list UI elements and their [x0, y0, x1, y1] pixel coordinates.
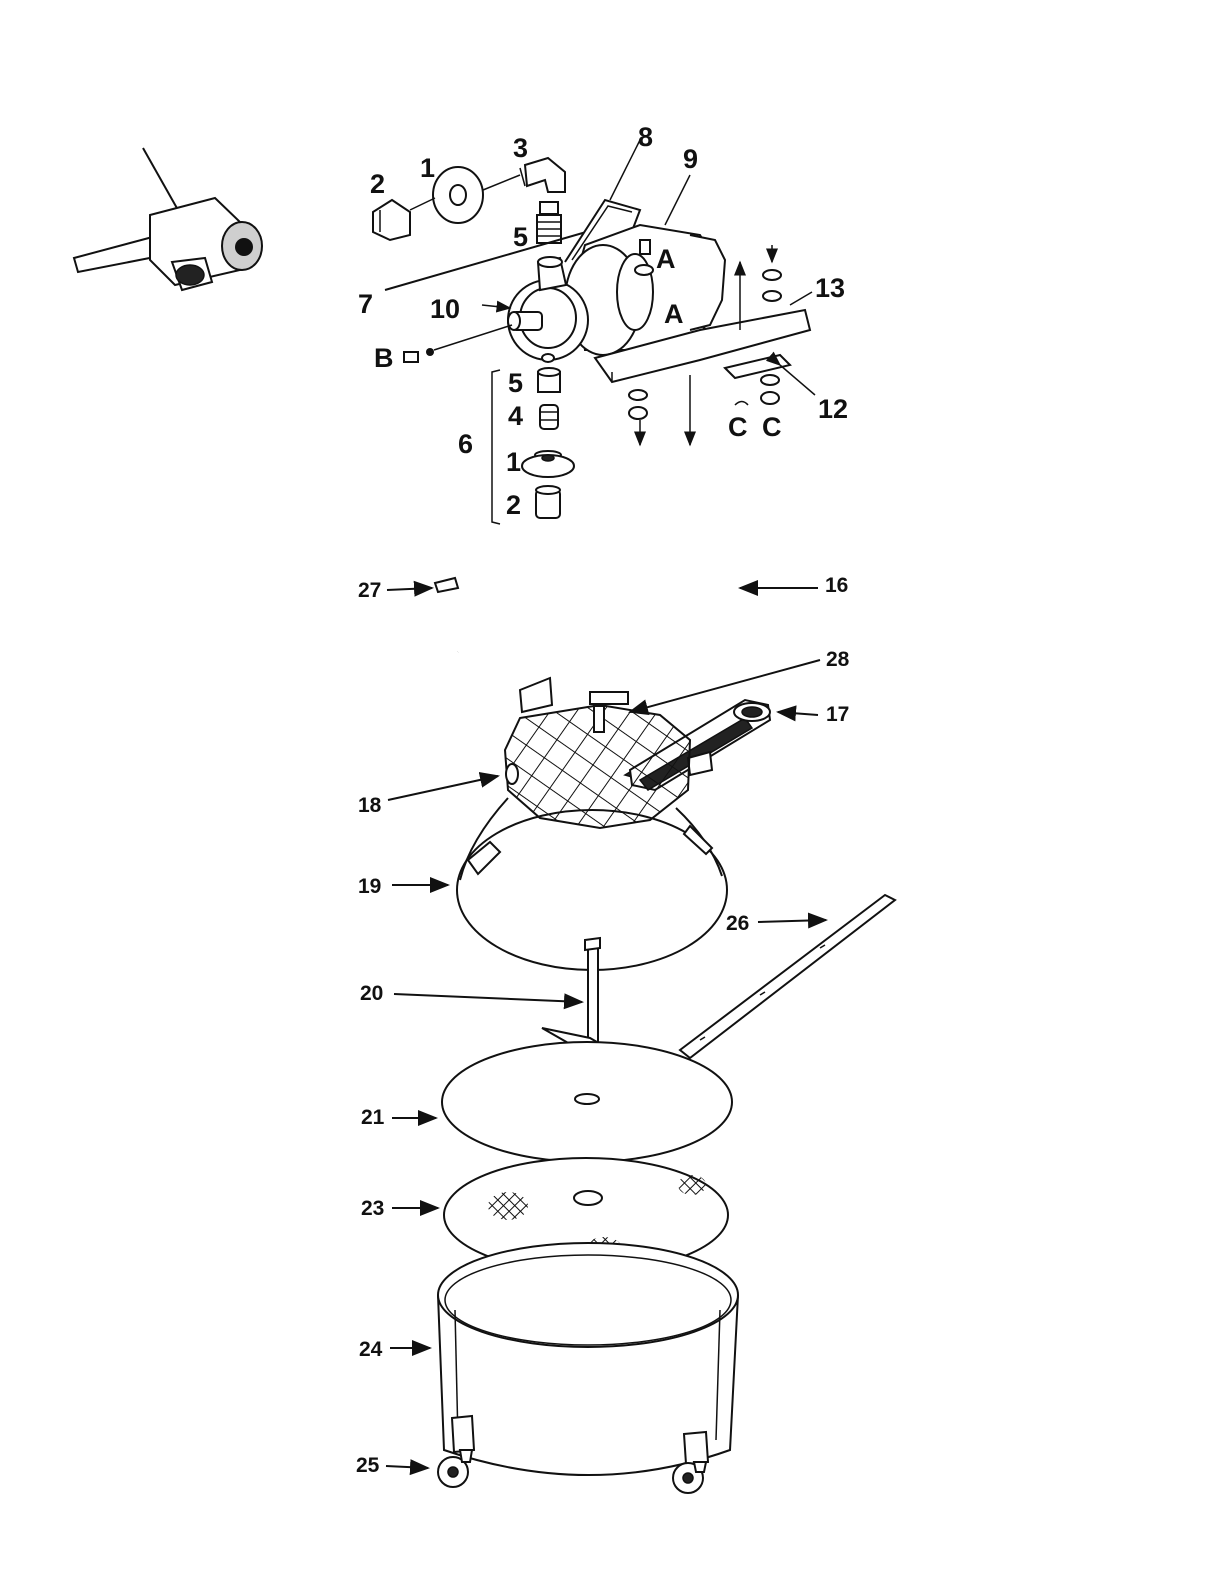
label-2-low: 2: [506, 490, 521, 520]
label-21: 21: [361, 1106, 385, 1129]
label-A-low: A: [664, 299, 684, 329]
disc-21: [442, 1042, 732, 1162]
label-28: 28: [826, 648, 850, 671]
label-17: 17: [826, 703, 849, 726]
label-C1: C: [728, 412, 748, 442]
label-23: 23: [361, 1197, 384, 1220]
pump-assembly: 1 2 3 5 7 8 9 10 B A A 13 12 C C 5 4 6 1…: [358, 122, 848, 524]
plate-12: [725, 355, 790, 378]
leader-25: [386, 1466, 428, 1468]
bar-26: [680, 895, 895, 1058]
label-B: B: [374, 343, 394, 373]
valve-detail: [74, 148, 262, 290]
leader-26: [758, 920, 826, 922]
label-5-low: 5: [508, 368, 523, 398]
label-9: 9: [683, 144, 698, 174]
leader-27: [387, 588, 432, 590]
label-25: 25: [356, 1454, 380, 1477]
label-20: 20: [360, 982, 383, 1005]
label-10: 10: [430, 294, 460, 324]
leader-20: [394, 994, 582, 1002]
label-7: 7: [358, 289, 373, 319]
fitting-2-top: [373, 200, 410, 240]
label-24: 24: [359, 1338, 383, 1361]
lower-stack-6: [492, 354, 574, 524]
nipple-5-top: [537, 202, 561, 243]
label-16: 16: [825, 574, 848, 597]
leader-17: [778, 712, 818, 715]
label-8: 8: [638, 122, 653, 152]
label-18: 18: [358, 794, 382, 817]
label-1-top: 1: [420, 153, 435, 183]
bracket-behind: [520, 678, 552, 712]
label-4: 4: [508, 401, 523, 431]
label-3: 3: [513, 133, 528, 163]
leader-9: [665, 175, 690, 225]
label-19: 19: [358, 875, 381, 898]
label-2-top: 2: [370, 169, 385, 199]
hose-16: [435, 550, 735, 704]
lower-washers: [629, 375, 779, 445]
label-6: 6: [458, 429, 473, 459]
leader-10: [482, 305, 510, 308]
label-13: 13: [815, 273, 845, 303]
label-5-top: 5: [513, 222, 528, 252]
elbow-3: [520, 158, 565, 192]
leader-8: [610, 140, 640, 200]
label-27: 27: [358, 579, 381, 602]
label-26: 26: [726, 912, 749, 935]
leader-18: [388, 776, 498, 800]
label-A-top: A: [656, 244, 676, 274]
screw-B: [404, 325, 512, 362]
label-12: 12: [818, 394, 848, 424]
tank-assembly: 27 16 28 17 18 19 26 20 21 23 24 25: [356, 550, 895, 1493]
leader-13: [790, 292, 812, 305]
label-1-low: 1: [506, 447, 521, 477]
label-C2: C: [762, 412, 782, 442]
